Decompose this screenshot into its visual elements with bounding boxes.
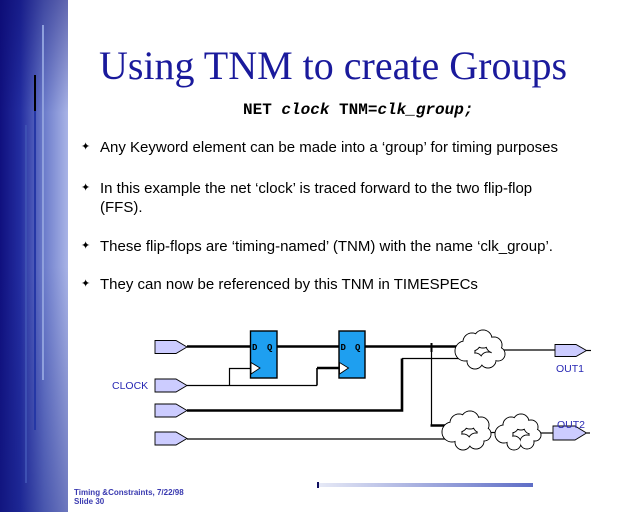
bullet-3-text: These flip-flops are ‘timing-named’ (TNM… <box>100 238 553 255</box>
ff2-clock-triangle-icon <box>339 361 350 375</box>
output-buffer-1 <box>554 344 588 357</box>
out1-label: OUT1 <box>556 363 584 375</box>
band-accent-line-light <box>42 25 44 380</box>
diamond-bullet-icon: ✦ <box>81 240 91 252</box>
footer-gradient-bar <box>319 483 533 487</box>
ff2-q-label: Q <box>355 343 361 353</box>
code-tnm: TNM= <box>329 101 378 119</box>
band-accent-line-dark <box>34 111 36 430</box>
footer: Timing &Constraints, 7/22/98 Slide 30 <box>74 488 184 506</box>
band-accent-line-black <box>34 75 36 111</box>
output-buffer-2 <box>552 425 588 441</box>
ff1-clock-triangle-icon <box>250 361 261 375</box>
bullet-item-3: ✦ These flip-flops are ‘timing-named’ (T… <box>81 237 553 256</box>
input-buffer-3 <box>154 403 188 418</box>
logic-cloud-2 <box>441 410 492 451</box>
bullet-item-1: ✦ Any Keyword element can be made into a… <box>81 138 558 157</box>
input-buffer-4 <box>154 431 188 446</box>
footer-line-2: Slide 30 <box>74 497 105 506</box>
clock-label: CLOCK <box>112 380 148 392</box>
bullet-item-4: ✦ They can now be referenced by this TNM… <box>81 275 478 294</box>
bullet-item-2: ✦ In this example the net ‘clock’ is tra… <box>81 179 532 217</box>
band-accent-line-medium <box>25 125 27 483</box>
code-line: NET clock TNM=clk_group; <box>243 101 473 119</box>
bullet-2-line-2: (FFS). <box>100 199 143 216</box>
diamond-bullet-icon: ✦ <box>81 278 91 290</box>
footer-line-1: Timing &Constraints, 7/22/98 <box>74 488 184 497</box>
diamond-bullet-icon: ✦ <box>81 182 91 194</box>
input-buffer-1 <box>154 340 188 354</box>
wire-in3 <box>187 358 404 412</box>
bullet-4-text: They can now be referenced by this TNM i… <box>100 276 478 293</box>
ff2-d-label: D <box>341 343 347 353</box>
out2-label: OUT2 <box>557 419 585 431</box>
bullet-1-text: Any Keyword element can be made into a ‘… <box>100 139 559 156</box>
code-net: NET <box>243 101 282 119</box>
diamond-bullet-icon: ✦ <box>81 141 91 153</box>
logic-cloud-3 <box>494 413 542 451</box>
ff1-q-label: Q <box>267 343 273 353</box>
left-gradient-band <box>0 0 68 512</box>
input-buffer-clock <box>154 378 188 393</box>
bullet-2-line-1: In this example the net ‘clock’ is trace… <box>100 180 533 197</box>
ff1-d-label: D <box>252 343 258 353</box>
code-clock: clock <box>281 101 330 119</box>
code-clkgroup: clk_group; <box>377 101 474 119</box>
footer-bar-tick <box>317 482 319 488</box>
page-title: Using TNM to create Groups <box>98 43 568 88</box>
logic-cloud-1 <box>454 329 506 370</box>
wire-clock-to-ff1 <box>228 367 251 386</box>
